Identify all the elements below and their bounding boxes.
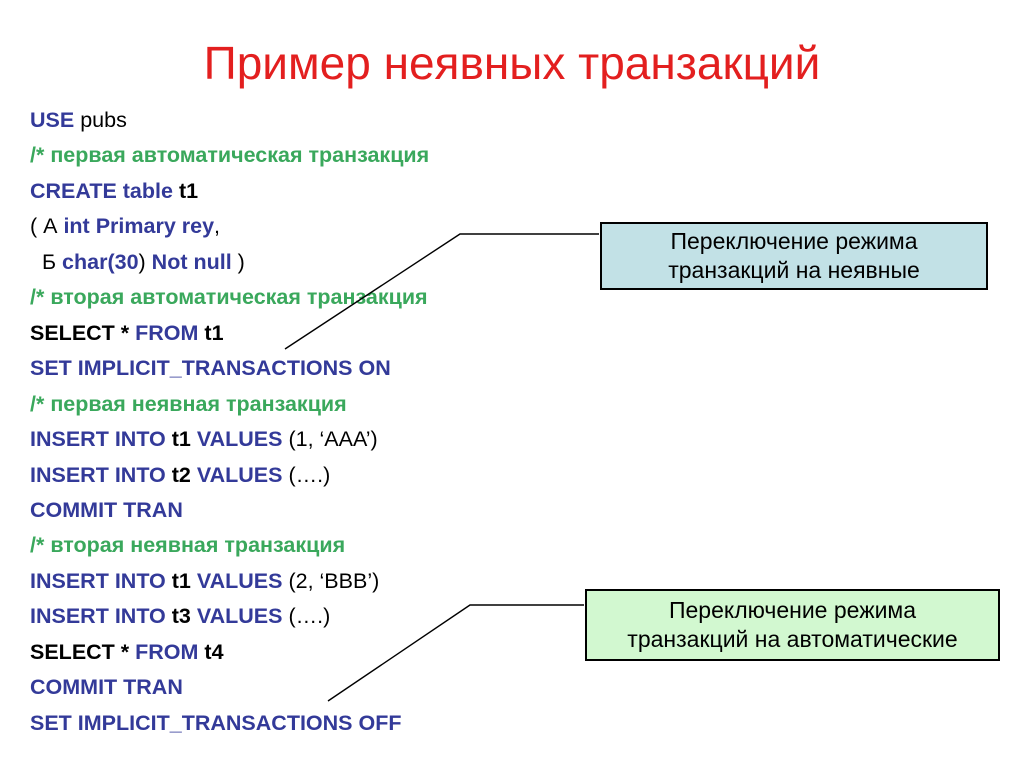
code-segment: t3 xyxy=(171,604,191,629)
code-segment: (….) xyxy=(282,462,331,487)
code-line: INSERT INTO t1 VALUES (2, ‘BBB’) xyxy=(30,564,429,599)
code-segment: (….) xyxy=(282,604,331,629)
code-segment: int Primary rey xyxy=(63,214,215,239)
code-segment: t1 xyxy=(178,178,199,203)
code-segment: ( А xyxy=(30,214,64,239)
code-segment: (1, ‘AAA’) xyxy=(282,427,378,452)
page-title: Пример неявных транзакций xyxy=(203,37,821,89)
code-segment: INSERT INTO xyxy=(30,462,172,487)
code-line: /* вторая неявная транзакция xyxy=(30,528,429,563)
code-segment: SELECT * xyxy=(30,639,136,664)
code-segment: , xyxy=(214,214,221,239)
code-segment: t1 xyxy=(171,427,191,452)
code-segment: SET IMPLICIT_TRANSACTIONS ON xyxy=(30,356,391,381)
code-line: COMMIT TRAN xyxy=(30,670,429,705)
code-line: COMMIT TRAN xyxy=(30,493,429,528)
code-line: INSERT INTO t3 VALUES (….) xyxy=(30,599,429,634)
code-segment: /* вторая автоматическая транзакция xyxy=(30,285,428,310)
code-line: INSERT INTO t2 VALUES (….) xyxy=(30,458,429,493)
code-line: CREATE table t1 xyxy=(30,174,429,209)
sql-code-block: USE pubs /* первая автоматическая транзак… xyxy=(30,103,429,741)
code-segment: Not null xyxy=(151,249,232,274)
code-segment: COMMIT TRAN xyxy=(30,675,183,700)
code-segment: INSERT INTO xyxy=(30,427,172,452)
code-line: INSERT INTO t1 VALUES (1, ‘AAA’) xyxy=(30,422,429,457)
code-line: SET IMPLICIT_TRANSACTIONS ON xyxy=(30,351,429,386)
code-line: /* первая неявная транзакция xyxy=(30,387,429,422)
code-segment: SELECT * xyxy=(30,320,136,345)
code-segment: USE xyxy=(30,108,75,132)
code-segment: INSERT INTO xyxy=(30,568,172,593)
code-segment: INSERT INTO xyxy=(30,604,172,629)
code-segment: t2 xyxy=(171,462,191,487)
callout-implicit-on: Переключение режима транзакций на неявны… xyxy=(600,222,988,290)
code-segment: VALUES xyxy=(190,462,283,487)
code-segment: ) xyxy=(231,249,245,274)
code-segment: (2, ‘BBB’) xyxy=(282,568,380,593)
code-segment: /* первая неявная транзакция xyxy=(30,391,347,416)
code-segment: SET IMPLICIT_TRANSACTIONS OFF xyxy=(30,710,402,735)
code-segment: t4 xyxy=(198,639,224,664)
callout-text-line: Переключение режима xyxy=(670,228,918,254)
code-segment: Б xyxy=(30,249,63,274)
code-line: SET IMPLICIT_TRANSACTIONS OFF xyxy=(30,706,429,741)
code-segment: pubs xyxy=(74,108,127,132)
code-segment: VALUES xyxy=(190,568,283,593)
code-segment: FROM xyxy=(135,639,199,664)
code-segment: COMMIT TRAN xyxy=(30,497,183,522)
callout-text-line: транзакций на неявные xyxy=(668,257,920,283)
code-segment: t1 xyxy=(171,568,191,593)
callout-text-line: транзакций на автоматические xyxy=(627,626,958,652)
code-line: Б char(30) Not null ) xyxy=(30,245,429,280)
callout-text-line: Переключение режима xyxy=(668,597,917,623)
code-segment: FROM xyxy=(135,320,199,345)
code-segment: CREATE table xyxy=(30,178,179,203)
code-line: USE pubs xyxy=(30,103,429,138)
code-line: SELECT * FROM t4 xyxy=(30,635,429,670)
code-segment: char(30 xyxy=(62,249,139,274)
code-line: ( А int Primary rey, xyxy=(30,209,429,244)
code-segment: VALUES xyxy=(190,427,283,452)
code-line: SELECT * FROM t1 xyxy=(30,316,429,351)
code-segment: t1 xyxy=(198,320,224,345)
callout-implicit-off: Переключение режима транзакций на автома… xyxy=(585,589,1000,661)
code-line: /* первая автоматическая транзакция xyxy=(30,138,429,173)
code-segment: /* первая автоматическая транзакция xyxy=(30,143,430,168)
code-line: /* вторая автоматическая транзакция xyxy=(30,280,429,315)
code-segment: ) xyxy=(138,249,152,274)
code-segment: VALUES xyxy=(190,604,283,629)
code-segment: /* вторая неявная транзакция xyxy=(30,533,346,558)
